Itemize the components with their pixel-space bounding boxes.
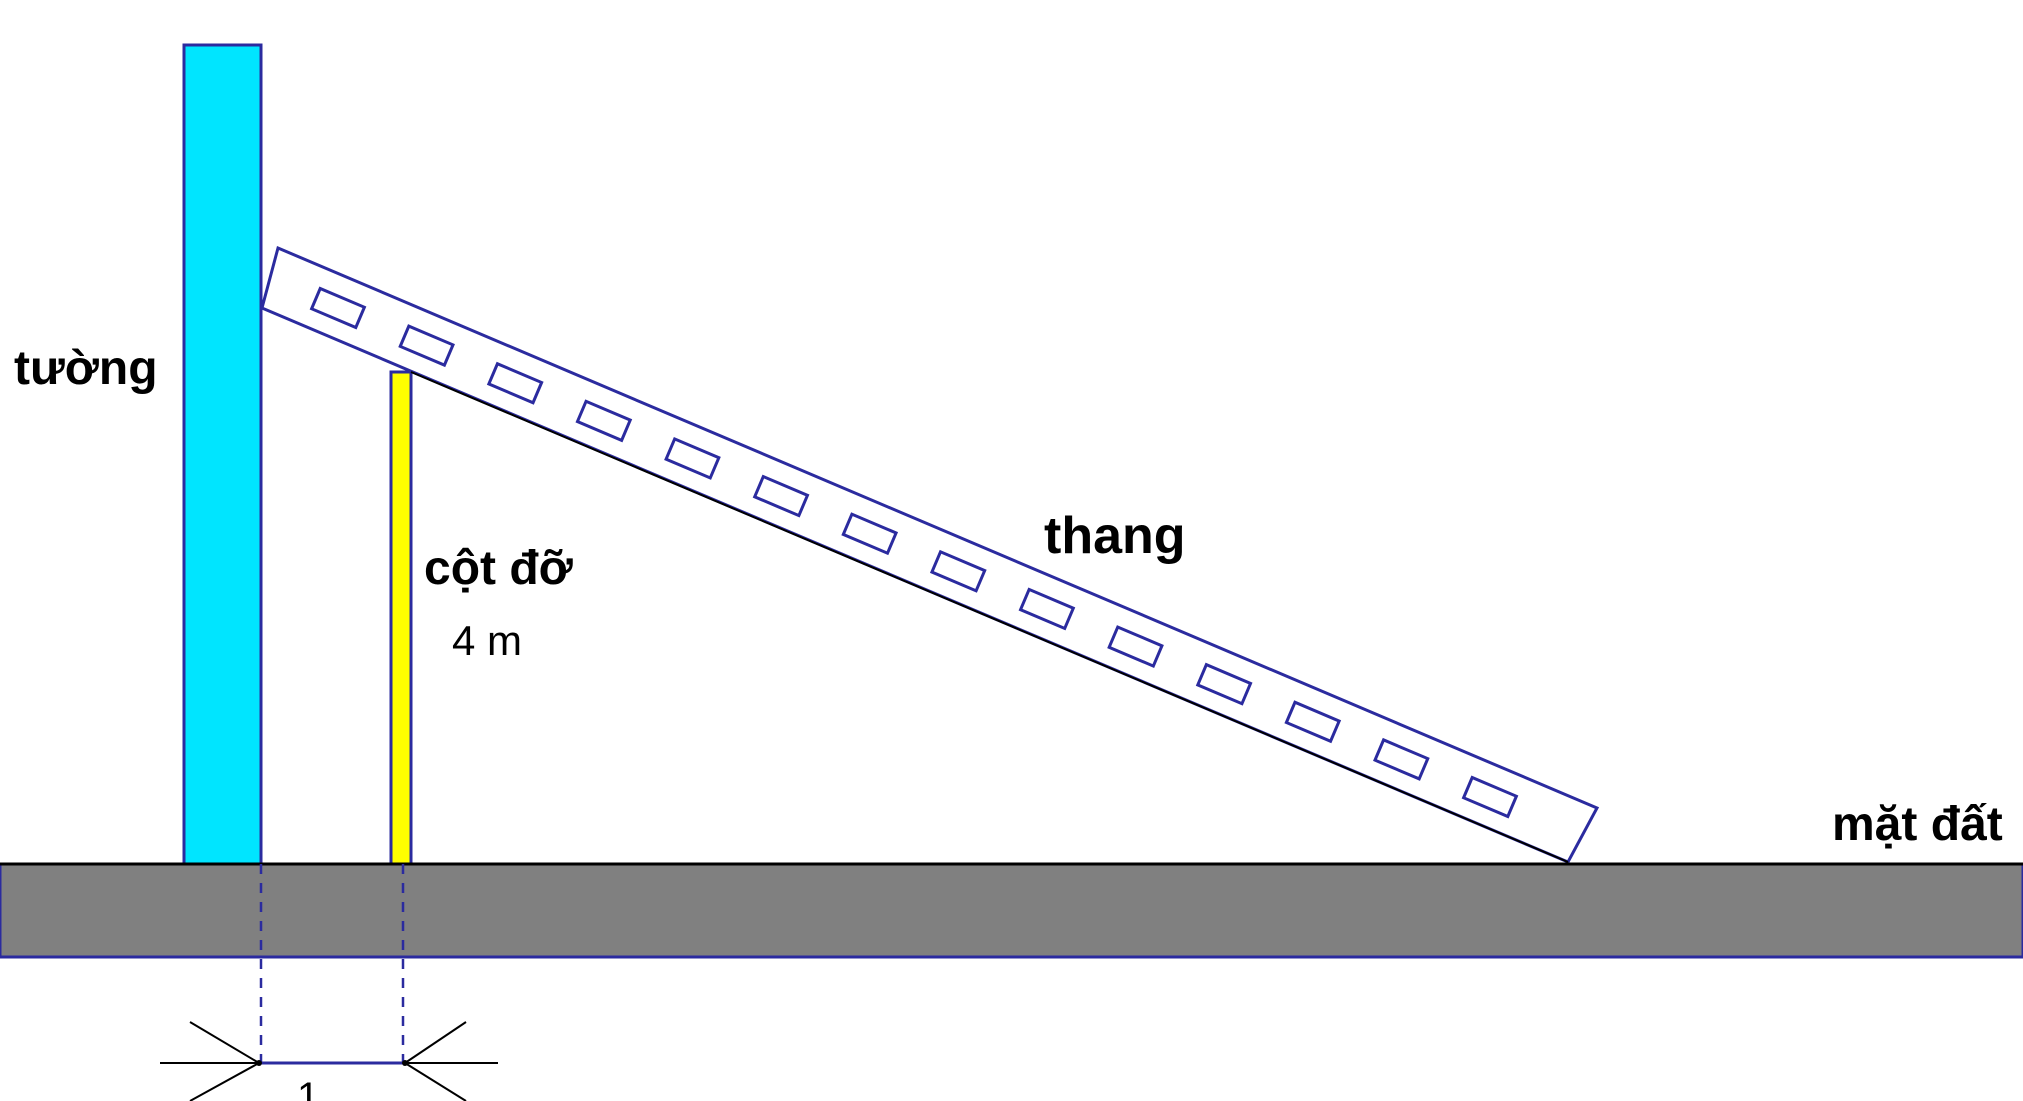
ladder-rung bbox=[929, 549, 987, 593]
ladder-rung bbox=[1107, 625, 1164, 669]
wall bbox=[182, 43, 263, 866]
ladder-underside-line bbox=[410, 371, 1569, 863]
ladder-rung bbox=[664, 436, 721, 480]
ground-label: mặt đất bbox=[1832, 798, 2003, 851]
ladder-rung bbox=[752, 474, 810, 518]
ground bbox=[0, 862, 2023, 959]
ladder-rung bbox=[841, 512, 899, 556]
ladder-rung bbox=[1373, 737, 1430, 781]
distance-dimension bbox=[160, 1021, 498, 1101]
ladder-rung bbox=[309, 286, 367, 330]
right-arrowhead bbox=[402, 1021, 467, 1101]
ladder-rung bbox=[398, 324, 455, 368]
wall-label: tường bbox=[14, 342, 158, 395]
ladder-rung bbox=[1195, 662, 1253, 706]
ladder-rung bbox=[1461, 775, 1519, 819]
left-arrowhead bbox=[189, 1021, 262, 1101]
post-height-label: 4 m bbox=[452, 617, 522, 664]
ladder-label: thang bbox=[1044, 507, 1186, 565]
ladder-rung bbox=[1018, 587, 1076, 631]
ladder-rung bbox=[486, 361, 544, 405]
support-post-label: cột đỡ bbox=[424, 542, 574, 595]
ladder bbox=[260, 245, 1600, 864]
ladder-rung bbox=[1284, 700, 1342, 744]
distance-label: 1 bbox=[297, 1075, 319, 1101]
ladder-rung bbox=[575, 399, 633, 443]
support-post bbox=[389, 370, 413, 866]
